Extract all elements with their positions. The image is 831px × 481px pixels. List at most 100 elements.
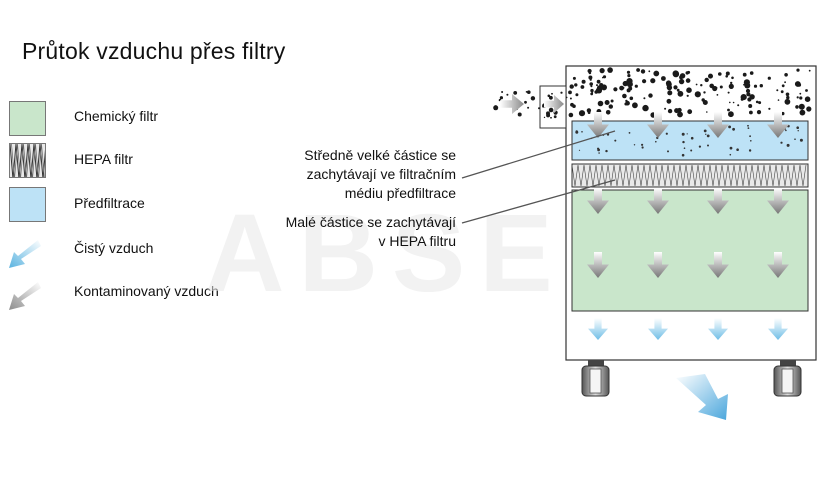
particle-dot [588,75,593,80]
callout-medium-line-2: zachytávají ve filtračním [306,166,456,182]
particle-dot [703,129,707,133]
particle-dot [605,149,608,153]
callout-line-small [461,179,616,224]
particle-dot [784,98,791,105]
particle-dot [799,109,806,116]
particle-dot [758,101,762,105]
particle-dot [753,84,758,88]
inlet-airflow-arrow [500,94,524,114]
particle-dot [628,132,631,134]
contaminated-airflow-arrow [707,252,729,278]
particle-dot [594,90,598,94]
particle-dot [745,88,751,94]
particle-dot [704,77,709,83]
particle-dot [690,136,694,140]
particle-dot [560,91,563,94]
particle-dot [801,109,804,113]
particle-dot [729,153,732,156]
particle-dot [698,145,702,148]
particle-dot [776,89,779,92]
contaminated-airflow-arrow [707,188,729,214]
contaminated-airflow-arrow [587,188,609,214]
particle-dot [678,78,685,85]
particle-dot [572,104,576,108]
particle-dot [588,71,592,75]
particle-dot [599,68,605,74]
particle-dot [587,111,591,114]
particle-dot [768,107,771,110]
contaminated-airflow-arrow [587,112,609,138]
particle-dot [796,126,799,129]
particle-dot [572,76,576,80]
particle-dot [597,100,604,107]
chemical-filter-layer [571,189,809,312]
particle-dot [731,76,734,80]
particle-dot [575,130,579,134]
particle-dot [619,85,624,91]
particle-dot [707,144,709,147]
particle-dot [666,84,673,91]
particle-dot [608,104,613,109]
particle-dot [743,83,745,86]
particle-dot [681,153,685,157]
particle-dot [718,72,722,76]
contaminant-particles [493,67,812,157]
particle-dot [598,152,600,154]
particle-dot [805,89,808,92]
particle-dot [686,133,688,135]
particle-dot [589,82,593,86]
particle-dot [794,138,796,140]
particle-dot [590,88,594,93]
particle-dot [806,99,809,102]
particle-dot [513,91,518,95]
particle-dot [674,108,680,114]
particle-dot [747,124,749,127]
particle-dot [727,91,730,94]
page-title: Průtok vzduchu přes filtry [22,38,286,64]
contaminated-air-arrow-icon [9,282,41,310]
particle-dot [748,149,752,152]
particle-dot [677,111,683,118]
particle-dot [799,92,802,95]
clean-airflow-arrow [648,318,668,340]
particle-dot [749,94,755,100]
particle-dot [580,85,585,89]
particle-dot [632,102,638,109]
particle-dot [553,115,557,119]
particle-dot [667,108,673,114]
particle-dot [626,70,631,74]
legend-swatch-hepa-filter [9,143,46,178]
contaminated-airflow-arrow [647,112,669,138]
particle-dot [744,82,751,89]
particle-dot [732,101,735,104]
particle-dot [759,84,763,88]
particle-dot [527,90,531,94]
particle-dot [667,90,673,96]
particle-dot [672,70,679,77]
particle-dot [687,88,692,93]
particle-dot [574,83,578,87]
particle-dot [607,67,613,73]
prefilter-layer [571,120,809,161]
particle-dot [694,91,701,98]
particle-dot [661,76,666,81]
particle-dot [682,140,685,144]
particle-dot [517,112,522,117]
clean-air-outflow-arrow [676,374,728,420]
particle-dot [623,82,627,86]
particle-dot [626,81,633,88]
particle-dot [629,96,634,101]
particle-dot [575,93,579,97]
particle-dot [530,96,536,101]
particle-dot [501,91,504,93]
particle-dot [716,94,719,96]
particle-dot [732,127,735,131]
particle-dot [622,93,627,99]
particle-dot [605,110,611,115]
particle-dot [499,96,503,100]
particle-dot [610,99,614,103]
particle-dot [708,73,713,79]
particle-dot [796,96,799,99]
particle-dot [569,84,574,89]
particle-dot [799,96,803,100]
